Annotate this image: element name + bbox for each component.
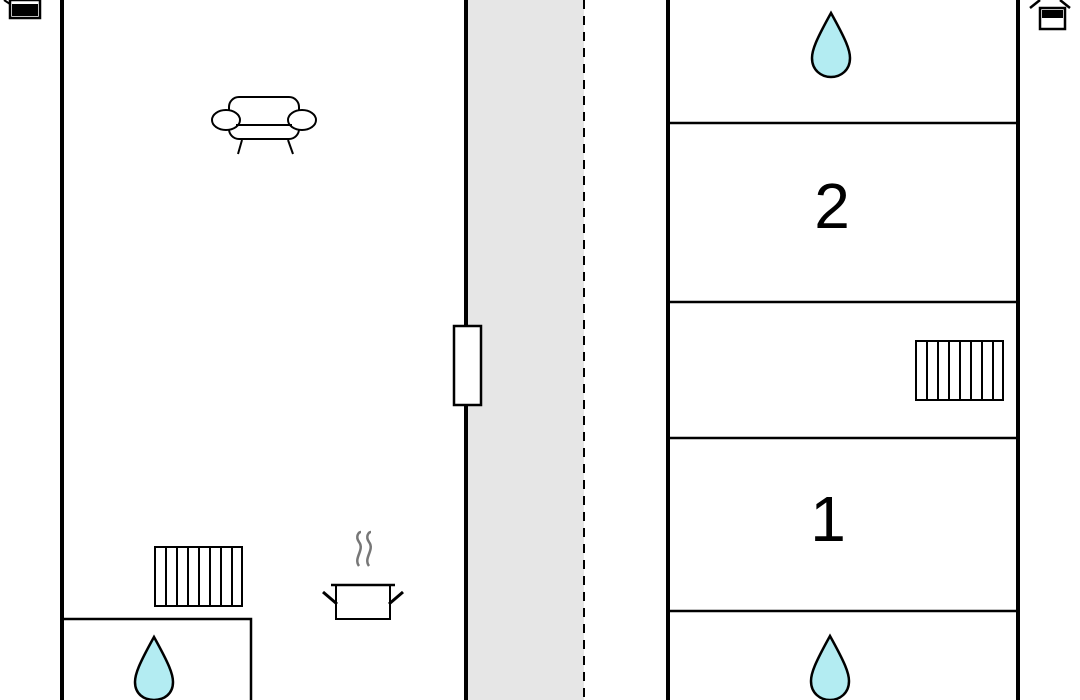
bathroom-wall — [64, 617, 253, 700]
window-icon — [1029, 0, 1071, 31]
water-drop-icon — [133, 634, 175, 700]
room-label-2: 2 — [814, 170, 850, 242]
door-icon — [452, 324, 483, 407]
radiator-icon — [154, 546, 243, 607]
window-icon — [3, 0, 42, 20]
room-label-1: 1 — [810, 483, 846, 555]
water-drop-icon — [809, 633, 851, 700]
sofa-icon — [211, 96, 317, 155]
water-drop-icon — [810, 10, 852, 79]
cooking-pot-icon — [322, 530, 404, 620]
corridor — [468, 0, 584, 700]
radiator-icon — [915, 340, 1004, 401]
